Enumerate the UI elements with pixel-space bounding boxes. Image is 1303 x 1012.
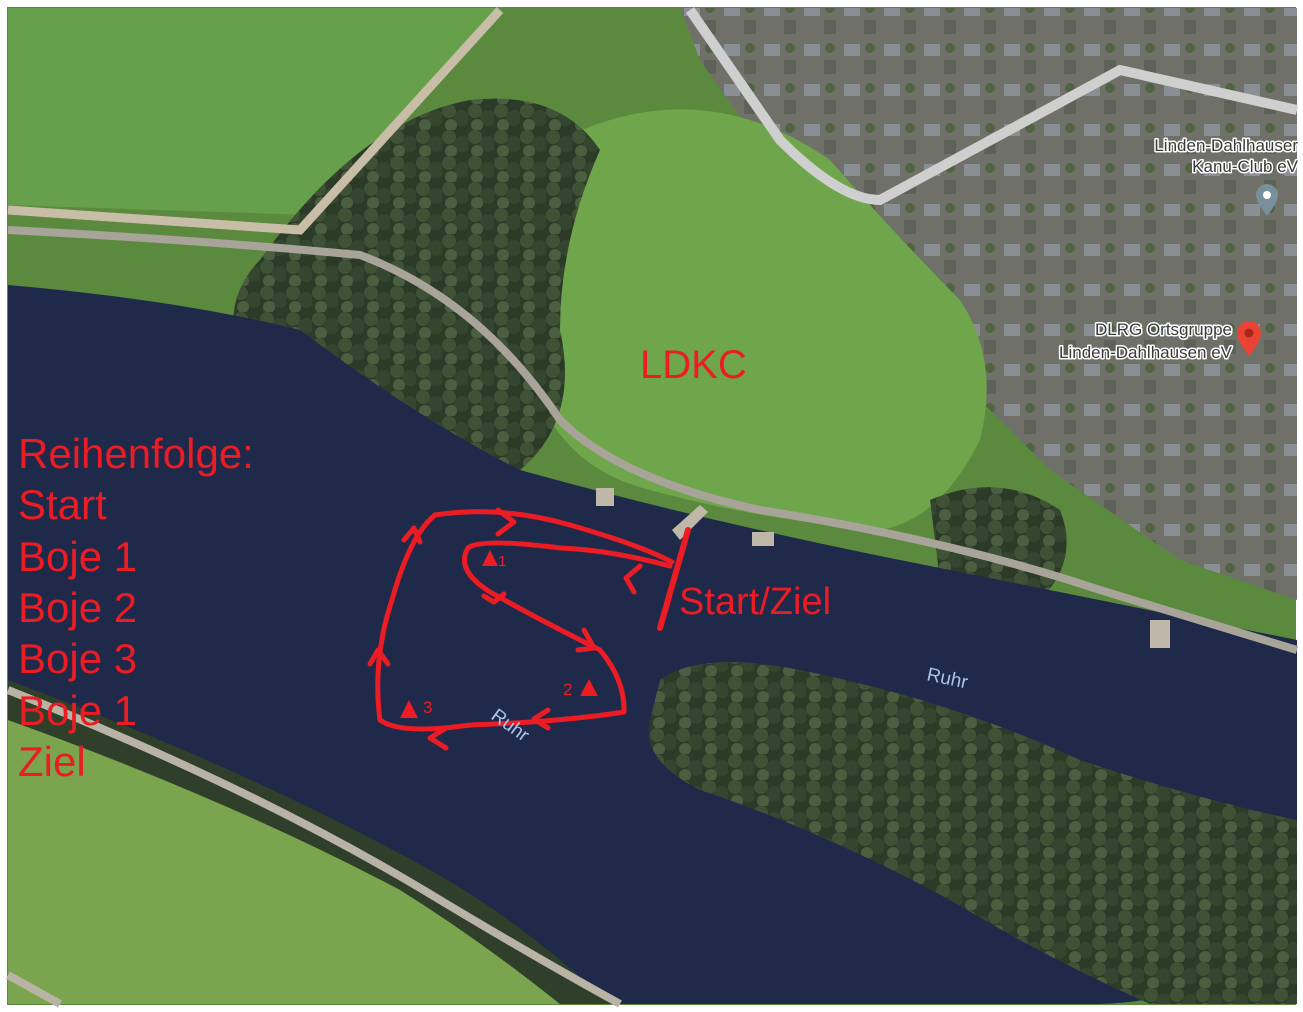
- red-pin-icon[interactable]: [1237, 321, 1261, 356]
- course-arrow: [575, 627, 597, 653]
- place-kanu-club[interactable]: Linden-Dahlhauser Kanu-Club eV: [1153, 135, 1300, 216]
- course-arrow: [531, 707, 551, 731]
- course-arrow: [495, 507, 517, 537]
- legend-step: Boje 1: [18, 533, 137, 580]
- river-island: [648, 662, 1297, 1004]
- order-legend: Reihenfolge: Start Boje 1 Boje 2 Boje 3 …: [18, 430, 254, 785]
- path-riverbank: [7, 226, 1299, 654]
- buoy-3: 3: [400, 698, 432, 718]
- jetty: [672, 505, 708, 540]
- legend-step: Ziel: [18, 738, 86, 785]
- urban-area: [680, 8, 1297, 600]
- course-arrow: [367, 647, 391, 667]
- path-south: [6, 686, 622, 1008]
- buoy-2: 2: [563, 679, 598, 699]
- tree-line-south: [8, 680, 610, 1004]
- map-title: LDKC: [640, 343, 747, 387]
- buoy-3-number: 3: [423, 698, 432, 717]
- jetty: [752, 532, 774, 546]
- field-top-left: [8, 8, 500, 215]
- ldkc-meadow: [530, 109, 987, 530]
- place-kanu-club-line2: Kanu-Club eV: [1192, 157, 1299, 176]
- legend-step: Boje 3: [18, 635, 137, 682]
- buoy-2-icon: [580, 679, 598, 696]
- course-arrow: [481, 591, 507, 605]
- grey-pin-icon[interactable]: [1256, 184, 1278, 216]
- course-arrow: [427, 725, 449, 751]
- legend-step: Boje 2: [18, 584, 137, 631]
- buoy-1: 1: [482, 550, 506, 570]
- legend-step: Start: [18, 481, 107, 528]
- course-path: [375, 509, 675, 732]
- path-north: [7, 6, 504, 235]
- place-dlrg-line1: DLRG Ortsgruppe: [1095, 320, 1232, 339]
- jetty: [596, 488, 614, 506]
- race-course: [367, 507, 675, 751]
- course-arrow: [401, 525, 423, 545]
- place-kanu-club-line1: Linden-Dahlhauser: [1154, 136, 1298, 155]
- place-dlrg-line2: Linden-Dahlhausen eV: [1059, 343, 1233, 362]
- start-finish-line: [657, 527, 691, 631]
- road-north: [685, 7, 1299, 206]
- buoy-1-number: 1: [498, 553, 506, 570]
- legend-step: Boje 1: [18, 687, 137, 734]
- start-finish-label: Start/Ziel: [679, 581, 831, 623]
- place-dlrg[interactable]: DLRG Ortsgruppe Linden-Dahlhausen eV: [1058, 319, 1261, 364]
- jetty: [1150, 620, 1170, 648]
- buoy-1-icon: [482, 550, 498, 566]
- buoy-2-number: 2: [563, 680, 572, 699]
- legend-heading: Reihenfolge:: [18, 430, 254, 477]
- buoy-3-icon: [400, 700, 418, 718]
- course-arrow: [623, 563, 643, 595]
